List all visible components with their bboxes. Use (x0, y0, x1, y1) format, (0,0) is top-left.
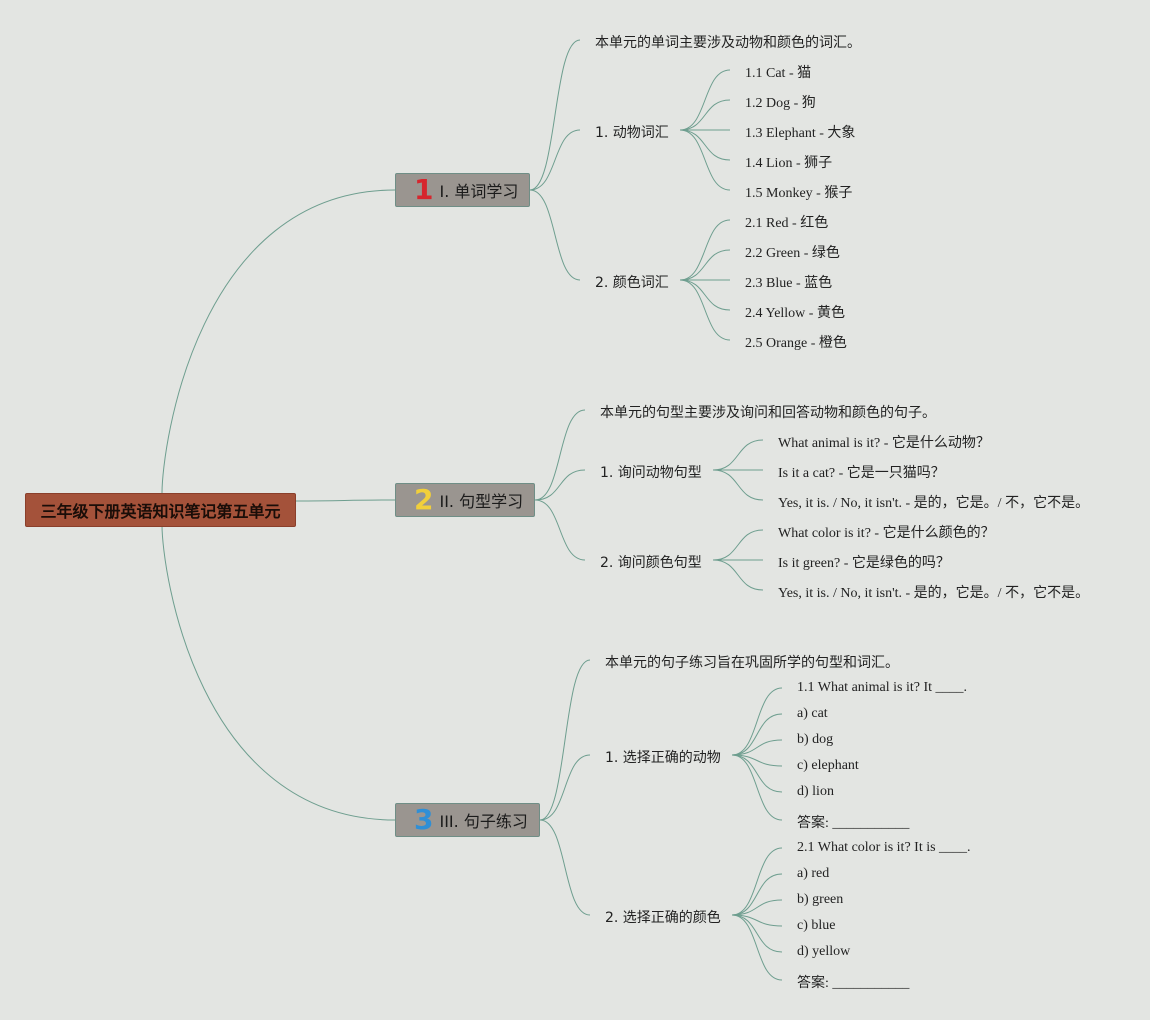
connector-line (529, 189, 581, 281)
intro-text: 本单元的单词主要涉及动物和颜色的词汇。 (595, 35, 861, 51)
connector-line (529, 129, 581, 191)
branch-title: I. 单词学习 (439, 182, 519, 201)
branch-sentence-practice[interactable]: 3 III. 句子练习 (395, 803, 540, 837)
connector-line (731, 914, 783, 981)
list-item: a) red (797, 866, 830, 881)
branch-number-3: 3 (414, 803, 434, 836)
group-title[interactable]: 1. 选择正确的动物 (605, 750, 721, 766)
connector-line (731, 914, 783, 953)
connector-line (712, 469, 764, 501)
root-topic[interactable]: 三年级下册英语知识笔记第五单元 (25, 493, 296, 527)
connector-line (731, 754, 783, 821)
branch-sentence-patterns[interactable]: 2 II. 句型学习 (395, 483, 535, 517)
list-item: c) elephant (797, 758, 859, 773)
list-item: What animal is it? - 它是什么动物？ (778, 436, 990, 451)
connector-line (529, 39, 581, 191)
connector-line (679, 129, 731, 161)
list-item: 答案: ___________ (797, 976, 910, 991)
list-item: 2.1 What color is it? It is ____. (797, 840, 971, 855)
group-title[interactable]: 2. 选择正确的颜色 (605, 910, 721, 926)
list-item: 1.4 Lion - 狮子 (745, 156, 833, 171)
connector-line (731, 914, 783, 927)
connector-line (539, 819, 591, 916)
connector-line (534, 409, 586, 501)
connector-line (679, 279, 731, 341)
connector-line (293, 499, 396, 502)
list-item: Yes, it is. / No, it isn't. - 是的，它是。/ 不，… (778, 586, 1090, 601)
connector-line (161, 524, 396, 821)
list-item: b) dog (797, 732, 834, 747)
list-item: Is it green? - 它是绿色的吗？ (778, 556, 950, 571)
group-title[interactable]: 1. 询问动物句型 (600, 465, 702, 481)
connector-line (712, 439, 764, 471)
list-item: 2.4 Yellow - 黄色 (745, 306, 845, 321)
connector-line (679, 219, 731, 281)
intro-text: 本单元的句型主要涉及询问和回答动物和颜色的句子。 (600, 405, 936, 421)
connector-line (731, 739, 783, 756)
group-title[interactable]: 1. 动物词汇 (595, 125, 669, 141)
list-item: d) lion (797, 784, 834, 799)
branch-title: III. 句子练习 (439, 812, 528, 831)
connector-line (731, 754, 783, 767)
branch-number-2: 2 (414, 483, 434, 516)
connector-line (679, 129, 731, 191)
connector-line (731, 687, 783, 756)
branch-vocabulary[interactable]: 1 I. 单词学习 (395, 173, 530, 207)
list-item: c) blue (797, 918, 836, 933)
connector-line (679, 249, 731, 281)
connector-line (731, 847, 783, 916)
list-item: 2.2 Green - 绿色 (745, 246, 840, 261)
connector-line (534, 499, 586, 561)
list-item: 1.3 Elephant - 大象 (745, 126, 856, 141)
branch-number-1: 1 (414, 173, 434, 206)
connector-line (534, 469, 586, 501)
connector-line (731, 873, 783, 916)
list-item: Is it a cat? - 它是一只猫吗？ (778, 466, 945, 481)
connector-line (679, 69, 731, 131)
connector-line (679, 99, 731, 131)
list-item: 1.1 What animal is it? It ____. (797, 680, 968, 695)
intro-text: 本单元的句子练习旨在巩固所学的句型和词汇。 (605, 655, 899, 671)
list-item: 1.5 Monkey - 猴子 (745, 186, 853, 201)
list-item: 2.3 Blue - 蓝色 (745, 276, 833, 291)
list-item: b) green (797, 892, 844, 907)
list-item: 答案: ___________ (797, 816, 910, 831)
branch-title: II. 句型学习 (439, 492, 524, 511)
connector-line (539, 659, 591, 821)
connector-line (731, 754, 783, 793)
root-title: 三年级下册英语知识笔记第五单元 (40, 502, 281, 521)
list-item: 2.1 Red - 红色 (745, 216, 829, 231)
list-item: a) cat (797, 706, 828, 721)
list-item: Yes, it is. / No, it isn't. - 是的，它是。/ 不，… (778, 496, 1090, 511)
connector-line (712, 559, 764, 591)
connector-line (539, 754, 591, 821)
connector-line (731, 713, 783, 756)
group-title[interactable]: 2. 颜色词汇 (595, 275, 669, 291)
group-title[interactable]: 2. 询问颜色句型 (600, 555, 702, 571)
connector-line (712, 529, 764, 561)
list-item: 1.2 Dog - 狗 (745, 96, 816, 111)
connector-line (161, 189, 396, 494)
list-item: 2.5 Orange - 橙色 (745, 336, 847, 351)
list-item: d) yellow (797, 944, 851, 959)
list-item: What color is it? - 它是什么颜色的？ (778, 526, 995, 541)
connector-line (731, 899, 783, 916)
connector-line (679, 279, 731, 311)
list-item: 1.1 Cat - 猫 (745, 66, 812, 81)
